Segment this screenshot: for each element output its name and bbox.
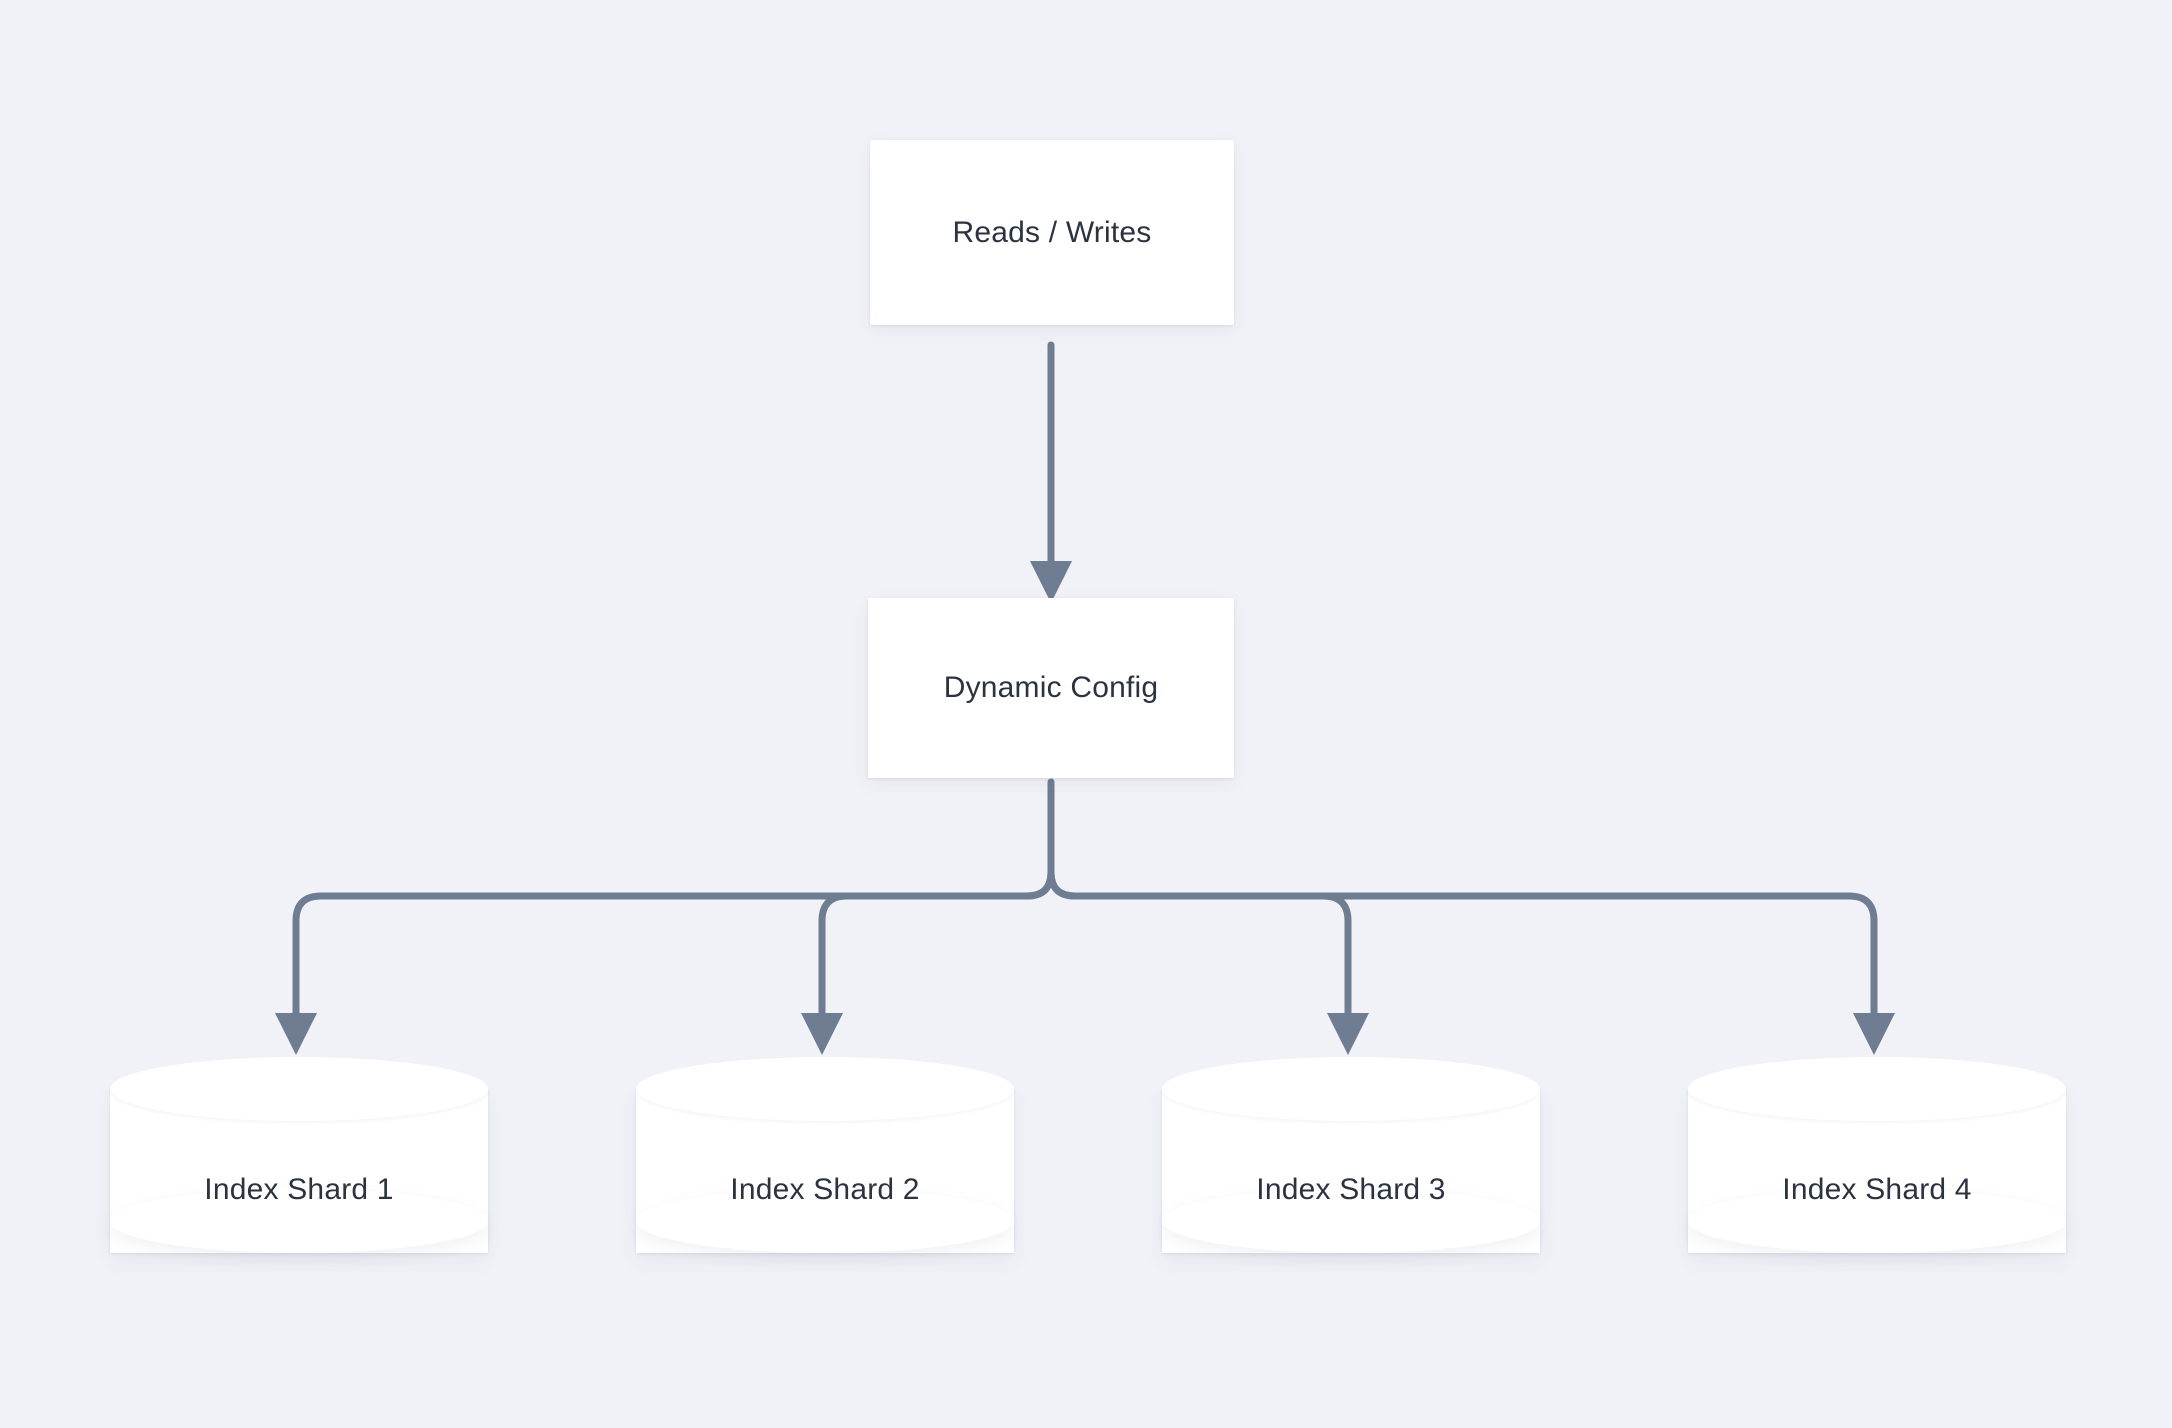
node-index-shard-1[interactable]: Index Shard 1	[110, 1057, 488, 1285]
node-reads-writes[interactable]: Reads / Writes	[870, 140, 1234, 325]
node-index-shard-4-label: Index Shard 4	[1782, 1173, 1972, 1206]
edge-dynamic-config-to-shard-4	[1047, 868, 1895, 1055]
edge-dynamic-config-to-shard-1	[275, 868, 1055, 1055]
cylinder-top-ellipse	[1162, 1057, 1540, 1121]
node-index-shard-4[interactable]: Index Shard 4	[1688, 1057, 2066, 1285]
node-index-shard-3-label: Index Shard 3	[1256, 1173, 1446, 1206]
cylinder-bottom-ellipse	[1688, 1189, 2066, 1253]
node-dynamic-config-label: Dynamic Config	[943, 671, 1159, 704]
cylinder-top-ellipse	[1688, 1057, 2066, 1121]
node-index-shard-3[interactable]: Index Shard 3	[1162, 1057, 1540, 1285]
cylinder-top-ellipse	[636, 1057, 1014, 1121]
edge-dynamic-config-to-shard-3	[1047, 868, 1369, 1055]
node-reads-writes-label: Reads / Writes	[952, 215, 1152, 249]
node-index-shard-2[interactable]: Index Shard 2	[636, 1057, 1014, 1285]
cylinder-top-ellipse	[110, 1057, 488, 1121]
node-dynamic-config[interactable]: Dynamic Config	[868, 598, 1234, 778]
cylinder-bottom-ellipse	[1162, 1189, 1540, 1253]
node-index-shard-1-label: Index Shard 1	[204, 1173, 394, 1206]
cylinder-bottom-ellipse	[636, 1189, 1014, 1253]
edge-dynamic-config-to-shard-2	[801, 868, 1055, 1055]
node-index-shard-2-label: Index Shard 2	[730, 1173, 920, 1206]
cylinder-bottom-ellipse	[110, 1189, 488, 1253]
